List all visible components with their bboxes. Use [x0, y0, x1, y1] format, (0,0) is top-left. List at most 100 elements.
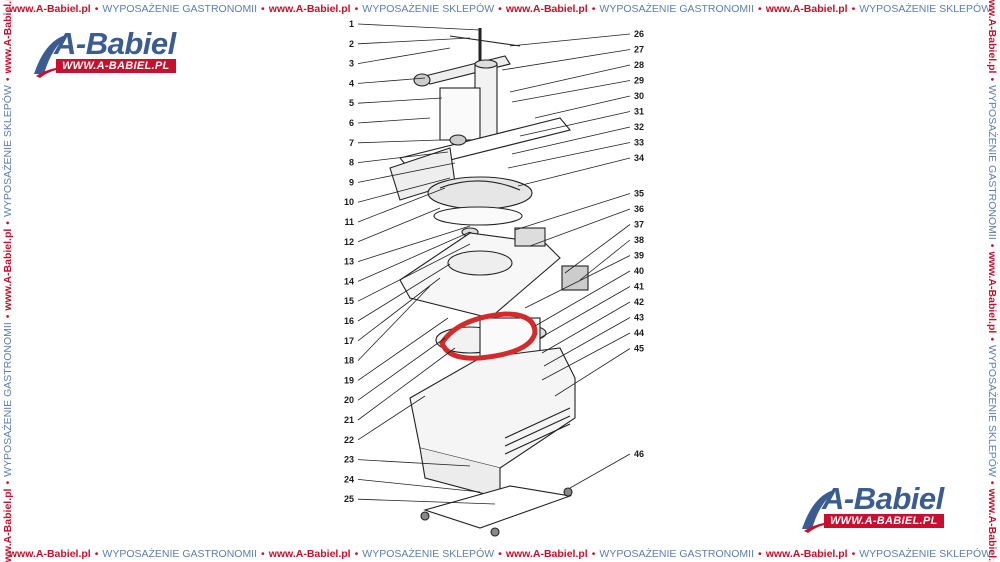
watermark-strip-bottom: www.A-Babiel.pl•WYPOSAŻENIE GASTRONOMII•… — [0, 546, 1000, 562]
leader-line — [357, 395, 426, 441]
part-number-label: 6 — [349, 118, 354, 128]
part-number-label: 33 — [634, 138, 644, 148]
part-number-label: 19 — [344, 375, 354, 385]
leader-line — [357, 187, 446, 223]
watermark-site-text: www.A-Babiel.pl — [8, 3, 91, 15]
watermark-site-text: www.A-Babiel.pl — [505, 3, 588, 15]
part-number-label: 38 — [634, 235, 644, 245]
watermark-site-text: www.A-Babiel.pl — [268, 548, 351, 560]
leader-line — [534, 270, 631, 327]
leader-line — [357, 77, 426, 84]
leader-line — [541, 301, 631, 354]
watermark-category-text: WYPOSAŻENIE SKLEPÓW — [362, 548, 495, 560]
watermark-separator: • — [94, 3, 99, 15]
part-number-label: 7 — [349, 138, 354, 148]
part-number-label: 21 — [344, 415, 354, 425]
watermark-category-text: WYPOSAŻENIE SKLEPÓW — [859, 3, 992, 15]
watermark-category-text: WYPOSAŻENIE SKLEPÓW — [859, 548, 992, 560]
part-number-label: 39 — [634, 251, 644, 261]
left-part-labels: 1234567891011121314151617181920212223242… — [344, 19, 496, 505]
watermark-category-text: WYPOSAŻENIE SKLEPÓW — [2, 85, 14, 217]
drive-belt-highlight — [439, 311, 538, 361]
watermark-separator: • — [2, 77, 14, 82]
leader-line — [357, 225, 471, 262]
part-number-label: 42 — [634, 297, 644, 307]
part-number-label: 36 — [634, 204, 644, 214]
watermark-separator: • — [498, 548, 502, 560]
watermark-separator: • — [354, 548, 359, 560]
part-number-label: 18 — [344, 356, 354, 366]
part-number-label: 14 — [344, 276, 354, 286]
leader-line — [357, 177, 451, 203]
leader-line — [543, 317, 631, 367]
watermark-separator: • — [758, 548, 762, 560]
watermark-site-text: www.A-Babiel.pl — [505, 548, 588, 560]
part-number-label: 44 — [634, 328, 644, 338]
part-number-label: 46 — [634, 449, 644, 459]
part-number-label: 15 — [344, 296, 354, 306]
watermark-separator: • — [986, 243, 998, 248]
watermark-category-text: WYPOSAŻENIE GASTRONOMII — [599, 3, 755, 15]
leader-line — [357, 479, 481, 493]
leader-line — [517, 157, 631, 187]
leader-line — [357, 285, 431, 361]
watermark-category-text: WYPOSAŻENIE GASTRONOMII — [986, 85, 998, 240]
part-number-label: 43 — [634, 313, 644, 323]
leader-line — [357, 151, 449, 163]
leader-line — [509, 64, 631, 93]
leader-line — [579, 239, 631, 281]
right-part-labels: 2627282930313233343536373839404142434445… — [501, 29, 644, 489]
exploded-parts-diagram: 1234567891011121314151617181920212223242… — [344, 19, 644, 537]
leader-line — [569, 453, 631, 489]
watermark-separator: • — [354, 3, 359, 15]
watermark-category-text: WYPOSAŻENIE GASTRONOMII — [102, 3, 258, 15]
part-number-label: 22 — [344, 435, 354, 445]
watermark-separator: • — [2, 480, 14, 485]
watermark-separator: • — [94, 548, 99, 560]
leader-line — [357, 207, 441, 243]
watermark-separator: • — [851, 3, 856, 15]
leader-line — [357, 162, 456, 183]
watermark-separator: • — [591, 548, 596, 560]
watermark-separator: • — [261, 548, 265, 560]
part-number-label: 30 — [634, 91, 644, 101]
leader-line — [511, 126, 631, 155]
leader-line — [539, 286, 631, 339]
watermark-category-text: WYPOSAŻENIE GASTRONOMII — [102, 548, 258, 560]
part-number-label: 34 — [634, 153, 644, 163]
leader-line — [357, 23, 481, 31]
watermark-separator: • — [591, 3, 596, 15]
watermark-separator: • — [2, 314, 14, 319]
leader-line — [509, 33, 631, 47]
part-number-label: 26 — [634, 29, 644, 39]
part-number-label: 8 — [349, 158, 354, 168]
logo-swoosh-icon — [34, 34, 70, 78]
watermark-category-text: WYPOSAŻENIE SKLEPÓW — [986, 345, 998, 477]
leader-line — [357, 243, 471, 302]
part-number-label: 5 — [349, 98, 354, 108]
leader-line — [357, 277, 441, 342]
watermark-category-text: WYPOSAŻENIE GASTRONOMII — [599, 548, 755, 560]
watermark-site-text: www.A-Babiel.pl — [765, 3, 848, 15]
leader-line — [501, 49, 631, 71]
watermark-separator: • — [986, 77, 998, 82]
watermark-separator: • — [986, 480, 998, 485]
leader-line — [529, 208, 631, 247]
watermark-strip-right: www.A-Babiel.pl • WYPOSAŻENIE GASTRONOMII •… — [985, 0, 999, 562]
part-number-label: 11 — [344, 217, 354, 227]
logo-name-text: A-Babiel — [54, 26, 176, 61]
watermark-site-text: www.A-Babiel.pl — [2, 488, 14, 562]
part-number-label: 45 — [634, 344, 644, 354]
leader-line — [357, 263, 451, 322]
leader-line — [357, 231, 471, 282]
brand-logo-top-left: A-Babiel WWW.A-BABIEL.PL — [32, 26, 200, 82]
machine-illustration — [389, 28, 589, 537]
leader-line — [357, 459, 471, 467]
watermark-site-text: www.A-Babiel.pl — [2, 0, 14, 74]
part-number-label: 31 — [634, 107, 644, 117]
part-number-label: 41 — [634, 282, 644, 292]
part-number-label: 32 — [634, 122, 644, 132]
watermark-site-text: www.A-Babiel.pl — [986, 488, 998, 562]
part-number-label: 4 — [349, 78, 354, 88]
part-number-label: 29 — [634, 76, 644, 86]
